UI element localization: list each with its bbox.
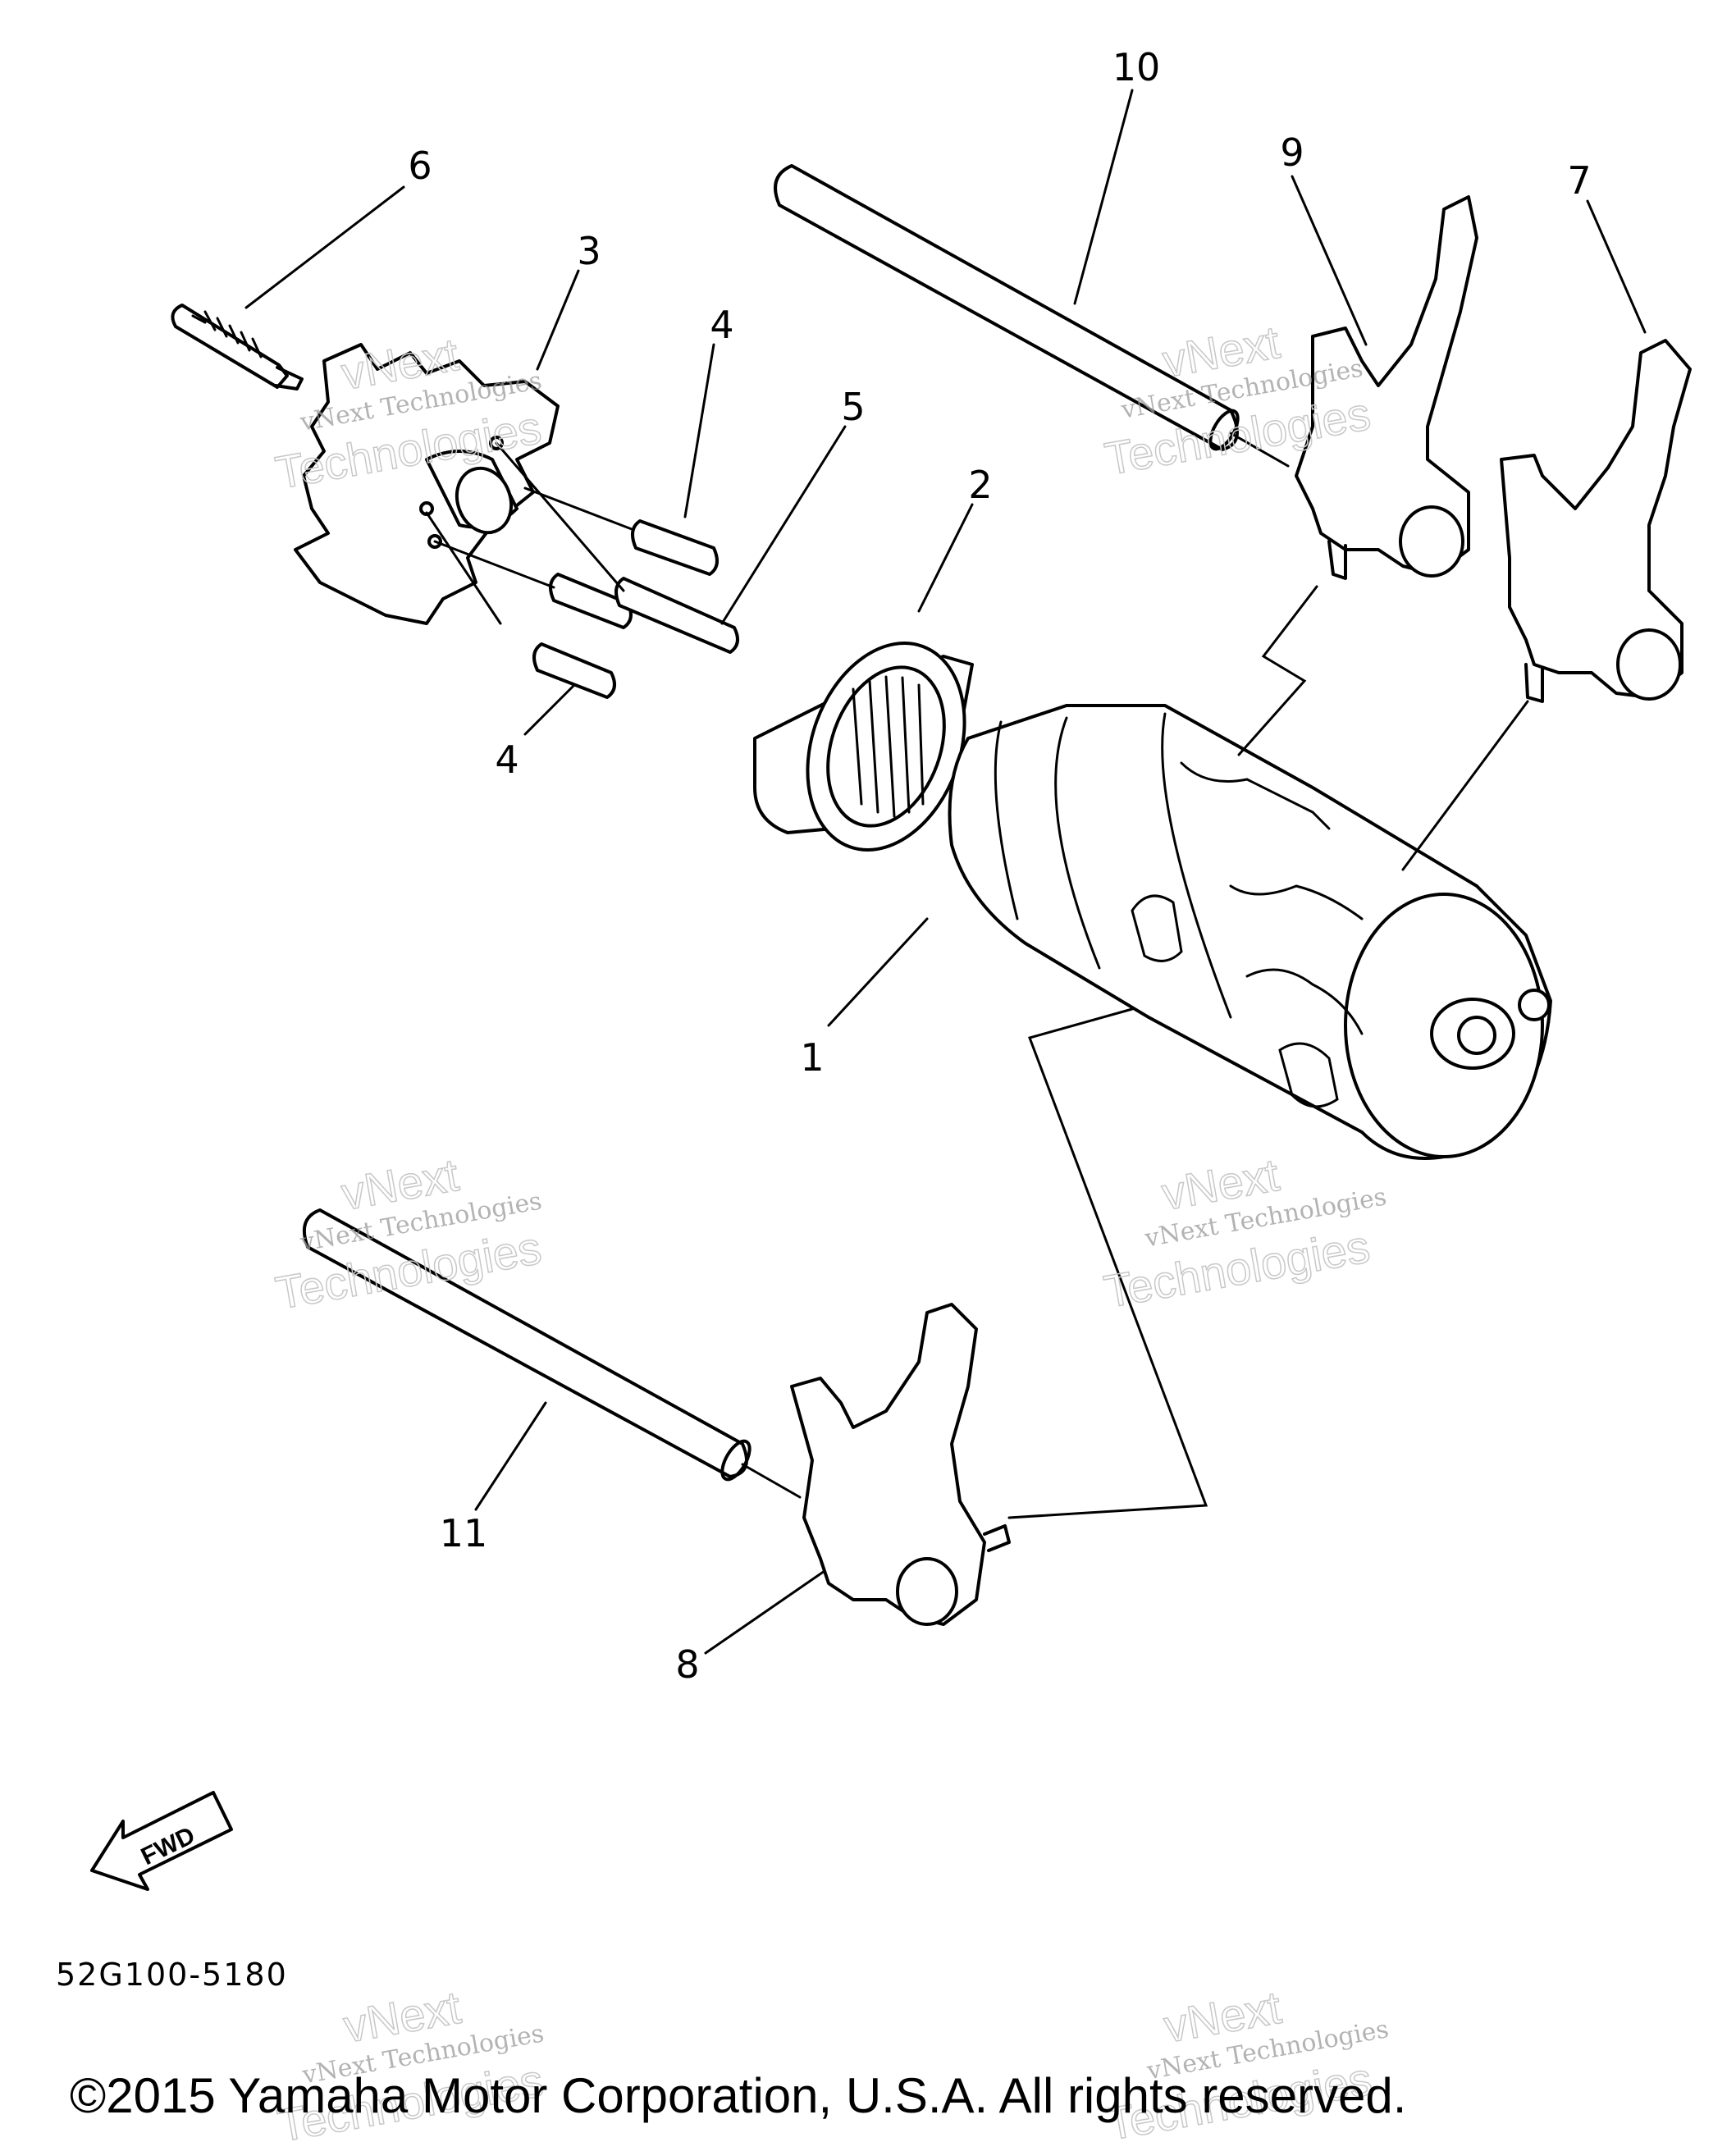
leader-6 bbox=[244, 185, 405, 309]
fwd-arrow-icon: FWD bbox=[90, 1791, 233, 1891]
callout-3: 3 bbox=[577, 229, 601, 273]
part-10-guide-bar[interactable] bbox=[774, 164, 1290, 468]
part-2-bearing[interactable] bbox=[753, 621, 992, 872]
connector-fork9-drum bbox=[1237, 585, 1318, 756]
callout-2: 2 bbox=[968, 463, 992, 507]
callout-8: 8 bbox=[675, 1642, 699, 1687]
part-4-pin-lower[interactable] bbox=[425, 511, 616, 699]
part-7-shift-fork[interactable] bbox=[1500, 339, 1692, 703]
leader-9 bbox=[1291, 175, 1368, 346]
watermark-bottom-left: vNext vNext Technologies Technologies bbox=[273, 1980, 547, 2142]
leader-7 bbox=[1586, 199, 1647, 334]
diagram-code: 52G100-5180 bbox=[56, 1957, 288, 1993]
leader-4-top bbox=[683, 343, 715, 518]
callout-4-top: 4 bbox=[710, 303, 733, 347]
callout-5: 5 bbox=[841, 385, 865, 429]
leader-5 bbox=[720, 425, 847, 625]
callout-6: 6 bbox=[408, 144, 432, 188]
part-5-pin-long[interactable] bbox=[495, 441, 739, 654]
part-11-guide-bar[interactable] bbox=[303, 1208, 802, 1499]
connector-fork8-drum bbox=[1007, 1007, 1208, 1519]
copyright-text: ©2015 Yamaha Motor Corporation, U.S.A. A… bbox=[70, 2068, 1406, 2123]
leader-2 bbox=[917, 503, 974, 613]
leader-8 bbox=[704, 1569, 826, 1655]
callout-11: 11 bbox=[440, 1511, 488, 1555]
part-6-screw[interactable] bbox=[171, 304, 304, 390]
callout-4-bottom: 4 bbox=[495, 738, 519, 782]
watermark-mid-right: vNext vNext Technologies Technologies bbox=[1099, 1148, 1388, 1318]
leader-1 bbox=[827, 917, 929, 1027]
part-8-shift-fork[interactable] bbox=[790, 1303, 1011, 1626]
watermark-mid-left: vNext vNext Technologies Technologies bbox=[272, 1148, 546, 1319]
part-9-shift-fork[interactable] bbox=[1295, 195, 1478, 580]
part-4-pin-upper[interactable] bbox=[523, 486, 719, 576]
leader-3 bbox=[536, 269, 580, 371]
part-3-segment[interactable] bbox=[294, 343, 560, 625]
leader-4-bottom bbox=[523, 683, 576, 736]
leader-10 bbox=[1073, 89, 1134, 305]
leader-11 bbox=[474, 1401, 547, 1511]
callout-9: 9 bbox=[1280, 130, 1304, 175]
callout-10: 10 bbox=[1112, 45, 1161, 89]
part-1-shift-drum[interactable] bbox=[948, 704, 1552, 1160]
callout-7: 7 bbox=[1567, 158, 1591, 203]
callout-1: 1 bbox=[800, 1035, 824, 1080]
connector-fork7-drum bbox=[1401, 700, 1529, 871]
